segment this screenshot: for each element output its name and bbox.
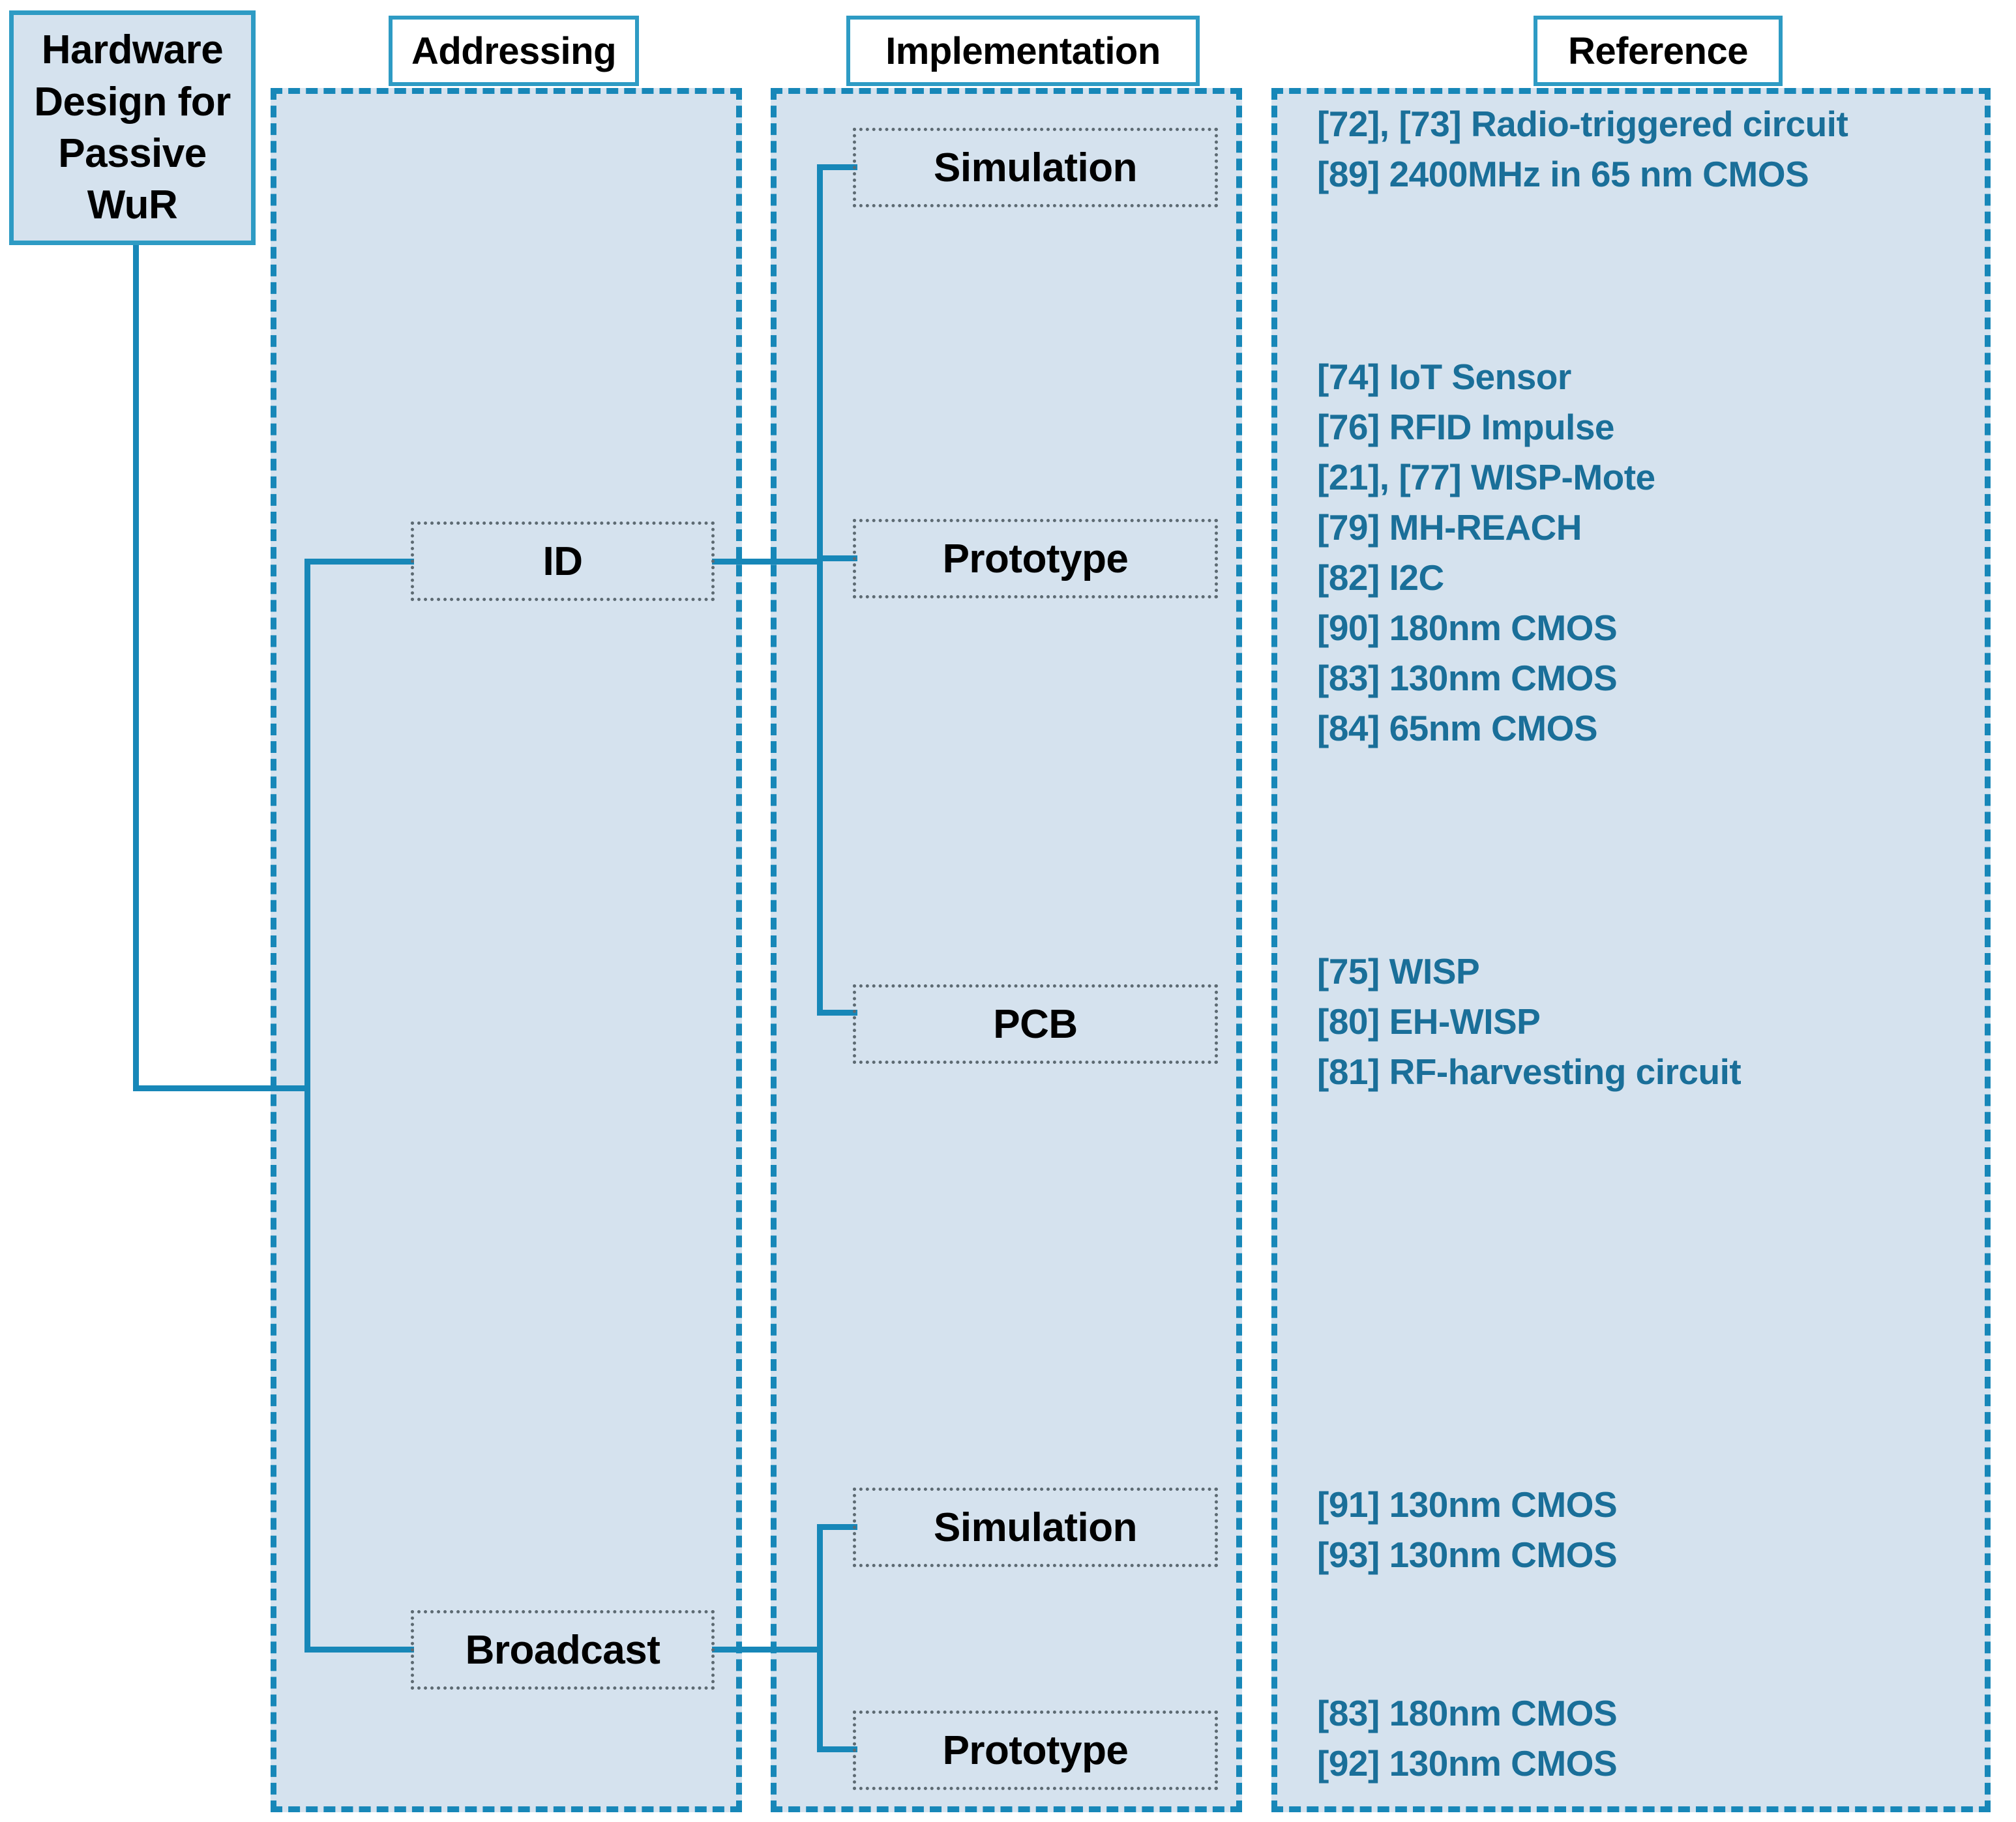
connector-broadcast-to-bus (712, 1647, 822, 1653)
reference-line: [76] RFID Impulse (1317, 407, 1615, 447)
reference-line: [72], [73] Radio-triggered circuit (1317, 104, 1848, 144)
reference-list-prototype-broadcast: [83] 180nm CMOS [92] 130nm CMOS (1317, 1688, 1976, 1789)
node-prototype-broadcast[interactable]: Prototype (853, 1711, 1218, 1790)
connector-broadcast-implementation-spine (817, 1524, 823, 1752)
column-header-addressing: Addressing (389, 16, 639, 86)
reference-list-simulation-id: [72], [73] Radio-triggered circuit [89] … (1317, 99, 1976, 199)
column-header-reference: Reference (1534, 16, 1783, 86)
column-panel-reference (1271, 88, 1991, 1812)
reference-list-prototype-id: [74] IoT Sensor [76] RFID Impulse [21], … (1317, 352, 1976, 754)
connector-spine-to-id (304, 559, 414, 565)
node-simulation-id[interactable]: Simulation (853, 128, 1218, 207)
connector-id-to-bus (712, 559, 822, 565)
reference-line: [90] 180nm CMOS (1317, 608, 1618, 648)
column-panel-addressing (271, 88, 742, 1812)
connector-bus-to-prototype-top (817, 555, 857, 561)
node-simulation-broadcast[interactable]: Simulation (853, 1488, 1218, 1567)
reference-line: [80] EH-WISP (1317, 1001, 1541, 1042)
node-prototype-id[interactable]: Prototype (853, 519, 1218, 598)
root-node-hardware-design-passive-wur[interactable]: Hardware Design for Passive WuR (9, 10, 256, 245)
connector-bus-to-simulation-top (817, 164, 857, 170)
reference-list-pcb: [75] WISP [80] EH-WISP [81] RF-harvestin… (1317, 947, 1976, 1097)
connector-addressing-spine (304, 559, 310, 1653)
reference-line: [21], [77] WISP-Mote (1317, 457, 1655, 497)
reference-line: [89] 2400MHz in 65 nm CMOS (1317, 154, 1809, 194)
column-header-implementation: Implementation (846, 16, 1200, 86)
node-broadcast[interactable]: Broadcast (411, 1610, 715, 1690)
reference-line: [82] I2C (1317, 557, 1444, 598)
reference-line: [81] RF-harvesting circuit (1317, 1051, 1742, 1092)
node-pcb-id[interactable]: PCB (853, 984, 1218, 1064)
reference-line: [74] IoT Sensor (1317, 357, 1571, 397)
connector-root-stem-horizontal (133, 1085, 310, 1091)
reference-line: [83] 130nm CMOS (1317, 658, 1618, 698)
reference-line: [79] MH-REACH (1317, 507, 1582, 548)
connector-spine-to-broadcast (304, 1647, 414, 1653)
connector-id-implementation-spine (817, 164, 823, 1015)
connector-bus-to-pcb (817, 1010, 857, 1016)
reference-line: [93] 130nm CMOS (1317, 1535, 1618, 1575)
connector-bus-to-prototype-bottom (817, 1746, 857, 1752)
reference-line: [91] 130nm CMOS (1317, 1484, 1618, 1525)
reference-line: [83] 180nm CMOS (1317, 1693, 1618, 1733)
reference-line: [84] 65nm CMOS (1317, 708, 1598, 748)
reference-list-simulation-broadcast: [91] 130nm CMOS [93] 130nm CMOS (1317, 1480, 1976, 1580)
reference-line: [92] 130nm CMOS (1317, 1743, 1618, 1784)
connector-root-stem-vertical (133, 245, 139, 1091)
reference-line: [75] WISP (1317, 951, 1480, 992)
node-id[interactable]: ID (411, 522, 715, 601)
connector-bus-to-simulation-bottom (817, 1524, 857, 1530)
